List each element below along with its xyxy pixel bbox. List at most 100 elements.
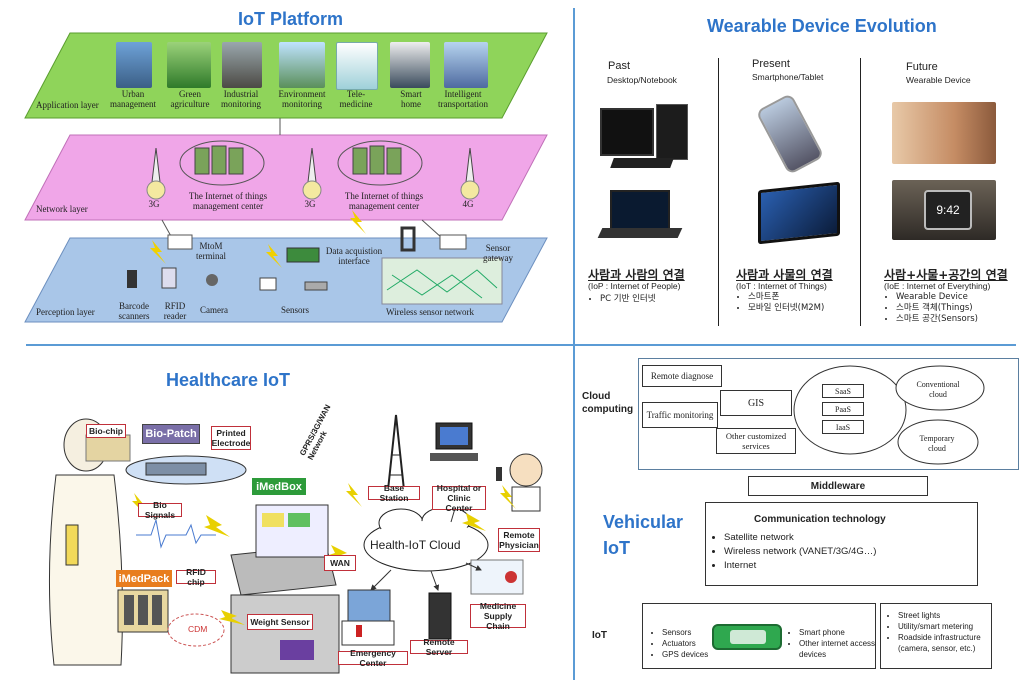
environment-photo <box>279 42 325 88</box>
base-station-label: Base Station <box>368 483 420 503</box>
device-past: Desktop/Notebook <box>607 75 677 85</box>
imedpack-label: iMedPack <box>116 570 172 587</box>
infra-0: Street lights <box>898 610 1002 621</box>
app-item-industrial: Industrial monitoring <box>221 89 261 109</box>
sensors-label: Sensors <box>280 305 309 315</box>
bullets-present: 스마트폰 모바일 인터넷(M2M) <box>738 292 824 314</box>
iot-right-1: Other internet access devices <box>799 638 879 660</box>
app-item-smart-home: Smart home <box>400 89 422 109</box>
other-services-box: Other customized services <box>716 428 796 454</box>
bio-patch-label: Bio-Patch <box>142 424 200 444</box>
laptop-base <box>597 228 683 238</box>
desktop-tower <box>656 104 688 160</box>
iot-left-1: Actuators <box>662 638 708 649</box>
tablet-image <box>758 181 840 245</box>
tower-label-4g: 4G <box>462 199 474 209</box>
iot-frame <box>642 603 876 669</box>
car-icon <box>712 624 782 650</box>
perception-layer-label: Perception layer <box>36 307 95 317</box>
bio-chip-label: Bio-chip <box>86 424 126 438</box>
era-present: Present <box>752 58 790 70</box>
traffic-monitoring-box: Traffic monitoring <box>642 402 718 428</box>
infra-frame <box>880 603 992 669</box>
column-divider-1 <box>718 58 719 326</box>
iaas-box: IaaS <box>822 420 864 434</box>
bullet-present-0: 스마트폰 <box>748 292 824 303</box>
watch-face: 9:42 <box>924 190 972 230</box>
wan-label: WAN <box>324 555 356 571</box>
desktop-monitor <box>600 108 654 156</box>
weight-sensor-label: Weight Sensor <box>247 614 313 630</box>
camera-label: Camera <box>200 305 228 315</box>
imedbox-label: iMedBox <box>252 478 306 495</box>
industrial-photo <box>222 42 262 88</box>
hospital-label: Hospital or Clinic Center <box>432 483 486 513</box>
cloud-label: Health-IoT Cloud <box>370 538 461 552</box>
sub-present: (IoT : Internet of Things) <box>736 281 827 291</box>
app-item-telemedicine: Tele-medicine <box>339 89 373 109</box>
middleware-box: Middleware <box>748 476 928 496</box>
smartphone-image <box>755 92 825 176</box>
bullets-future: Wearable Device 스마트 객체(Things) 스마트 공간(Se… <box>886 292 978 325</box>
temporary-cloud-label: Temporary cloud <box>919 434 955 453</box>
remote-diagnose-box: Remote diagnose <box>642 365 722 387</box>
iot-left-list: Sensors Actuators GPS devices <box>652 627 708 660</box>
printed-electrode-label: Printed Electrode <box>211 426 251 450</box>
iot-platform-title: IoT Platform <box>238 9 344 29</box>
remote-physician-label: Remote Physician <box>498 528 540 552</box>
communication-title: Communication technology <box>754 514 886 525</box>
iot-left-2: GPS devices <box>662 649 708 660</box>
comm-item-0: Satellite network <box>724 531 876 545</box>
management-center-2: The Internet of things management center <box>344 191 424 211</box>
conventional-cloud-label: Conventional cloud <box>916 380 960 399</box>
iot-right-list: Smart phone Other internet access device… <box>789 627 879 660</box>
vehicular-title-line-2: IoT <box>603 538 630 558</box>
agriculture-photo <box>167 42 211 88</box>
bullet-future-0: Wearable Device <box>896 292 978 303</box>
cloud-computing-label: Cloud computing <box>582 390 633 416</box>
barcode-label: Barcode scanners <box>118 301 150 321</box>
urban-photo <box>116 42 152 88</box>
sub-past: (IoP : Internet of People) <box>588 281 681 291</box>
bullet-present-1: 모바일 인터넷(M2M) <box>748 303 824 314</box>
communication-list: Satellite network Wireless network (VANE… <box>714 531 876 573</box>
healthcare-diagram <box>48 414 543 674</box>
heading-future: 사람+사물+공간의 연결 <box>884 268 1008 282</box>
watch-time: 9:42 <box>936 203 960 217</box>
bullets-past: PC 기반 인터넷 <box>590 292 656 304</box>
telemedicine-photo <box>336 42 378 90</box>
wsn-label: Wireless sensor network <box>385 307 475 317</box>
bullet-future-1: 스마트 객체(Things) <box>896 303 978 314</box>
app-item-agriculture: Green agriculture <box>170 89 210 109</box>
bullet-past-0: PC 기반 인터넷 <box>600 292 656 304</box>
cloud-label-line-2: computing <box>582 404 634 415</box>
cdm-label: CDM <box>188 624 208 634</box>
app-item-transportation: Intelligent transportation <box>438 89 488 109</box>
application-layer-label: Application layer <box>36 100 99 110</box>
paas-box: PaaS <box>822 402 864 416</box>
infra-list: Street lights Utility/smart metering Roa… <box>888 610 1002 654</box>
sensor-gateway-label: Sensor gateway <box>483 243 513 263</box>
infra-1: Utility/smart metering <box>898 621 1002 632</box>
vehicular-title-line-1: Vehicular <box>603 512 684 532</box>
iot-left-0: Sensors <box>662 627 708 638</box>
emergency-center-label: Emergency Center <box>338 648 408 668</box>
heading-past: 사람과 사람의 연결 <box>588 268 685 282</box>
cloud-label-line-1: Cloud <box>582 391 611 402</box>
bio-signals-label: Bio Signals <box>138 500 182 520</box>
cloud-frame <box>638 358 1019 470</box>
laptop-screen <box>610 190 670 232</box>
tower-label-3g-1: 3G <box>148 199 160 209</box>
desktop-keyboard <box>610 158 674 168</box>
network-layer-label: Network layer <box>36 204 88 214</box>
device-present: Smartphone/Tablet <box>752 72 824 82</box>
rfid-reader-label: RFID reader <box>163 301 187 321</box>
smart-home-photo <box>390 42 430 88</box>
management-center-1: The Internet of things management center <box>188 191 268 211</box>
data-acquisition-label: Data acquistion interface <box>325 246 383 266</box>
mtom-terminal-label: MtoM terminal <box>196 241 226 261</box>
iot-row-label: IoT <box>592 630 607 641</box>
vehicular-title: Vehicular IoT <box>603 509 683 561</box>
comm-item-1: Wireless network (VANET/3G/4G…) <box>724 545 876 559</box>
era-past: Past <box>608 60 631 72</box>
